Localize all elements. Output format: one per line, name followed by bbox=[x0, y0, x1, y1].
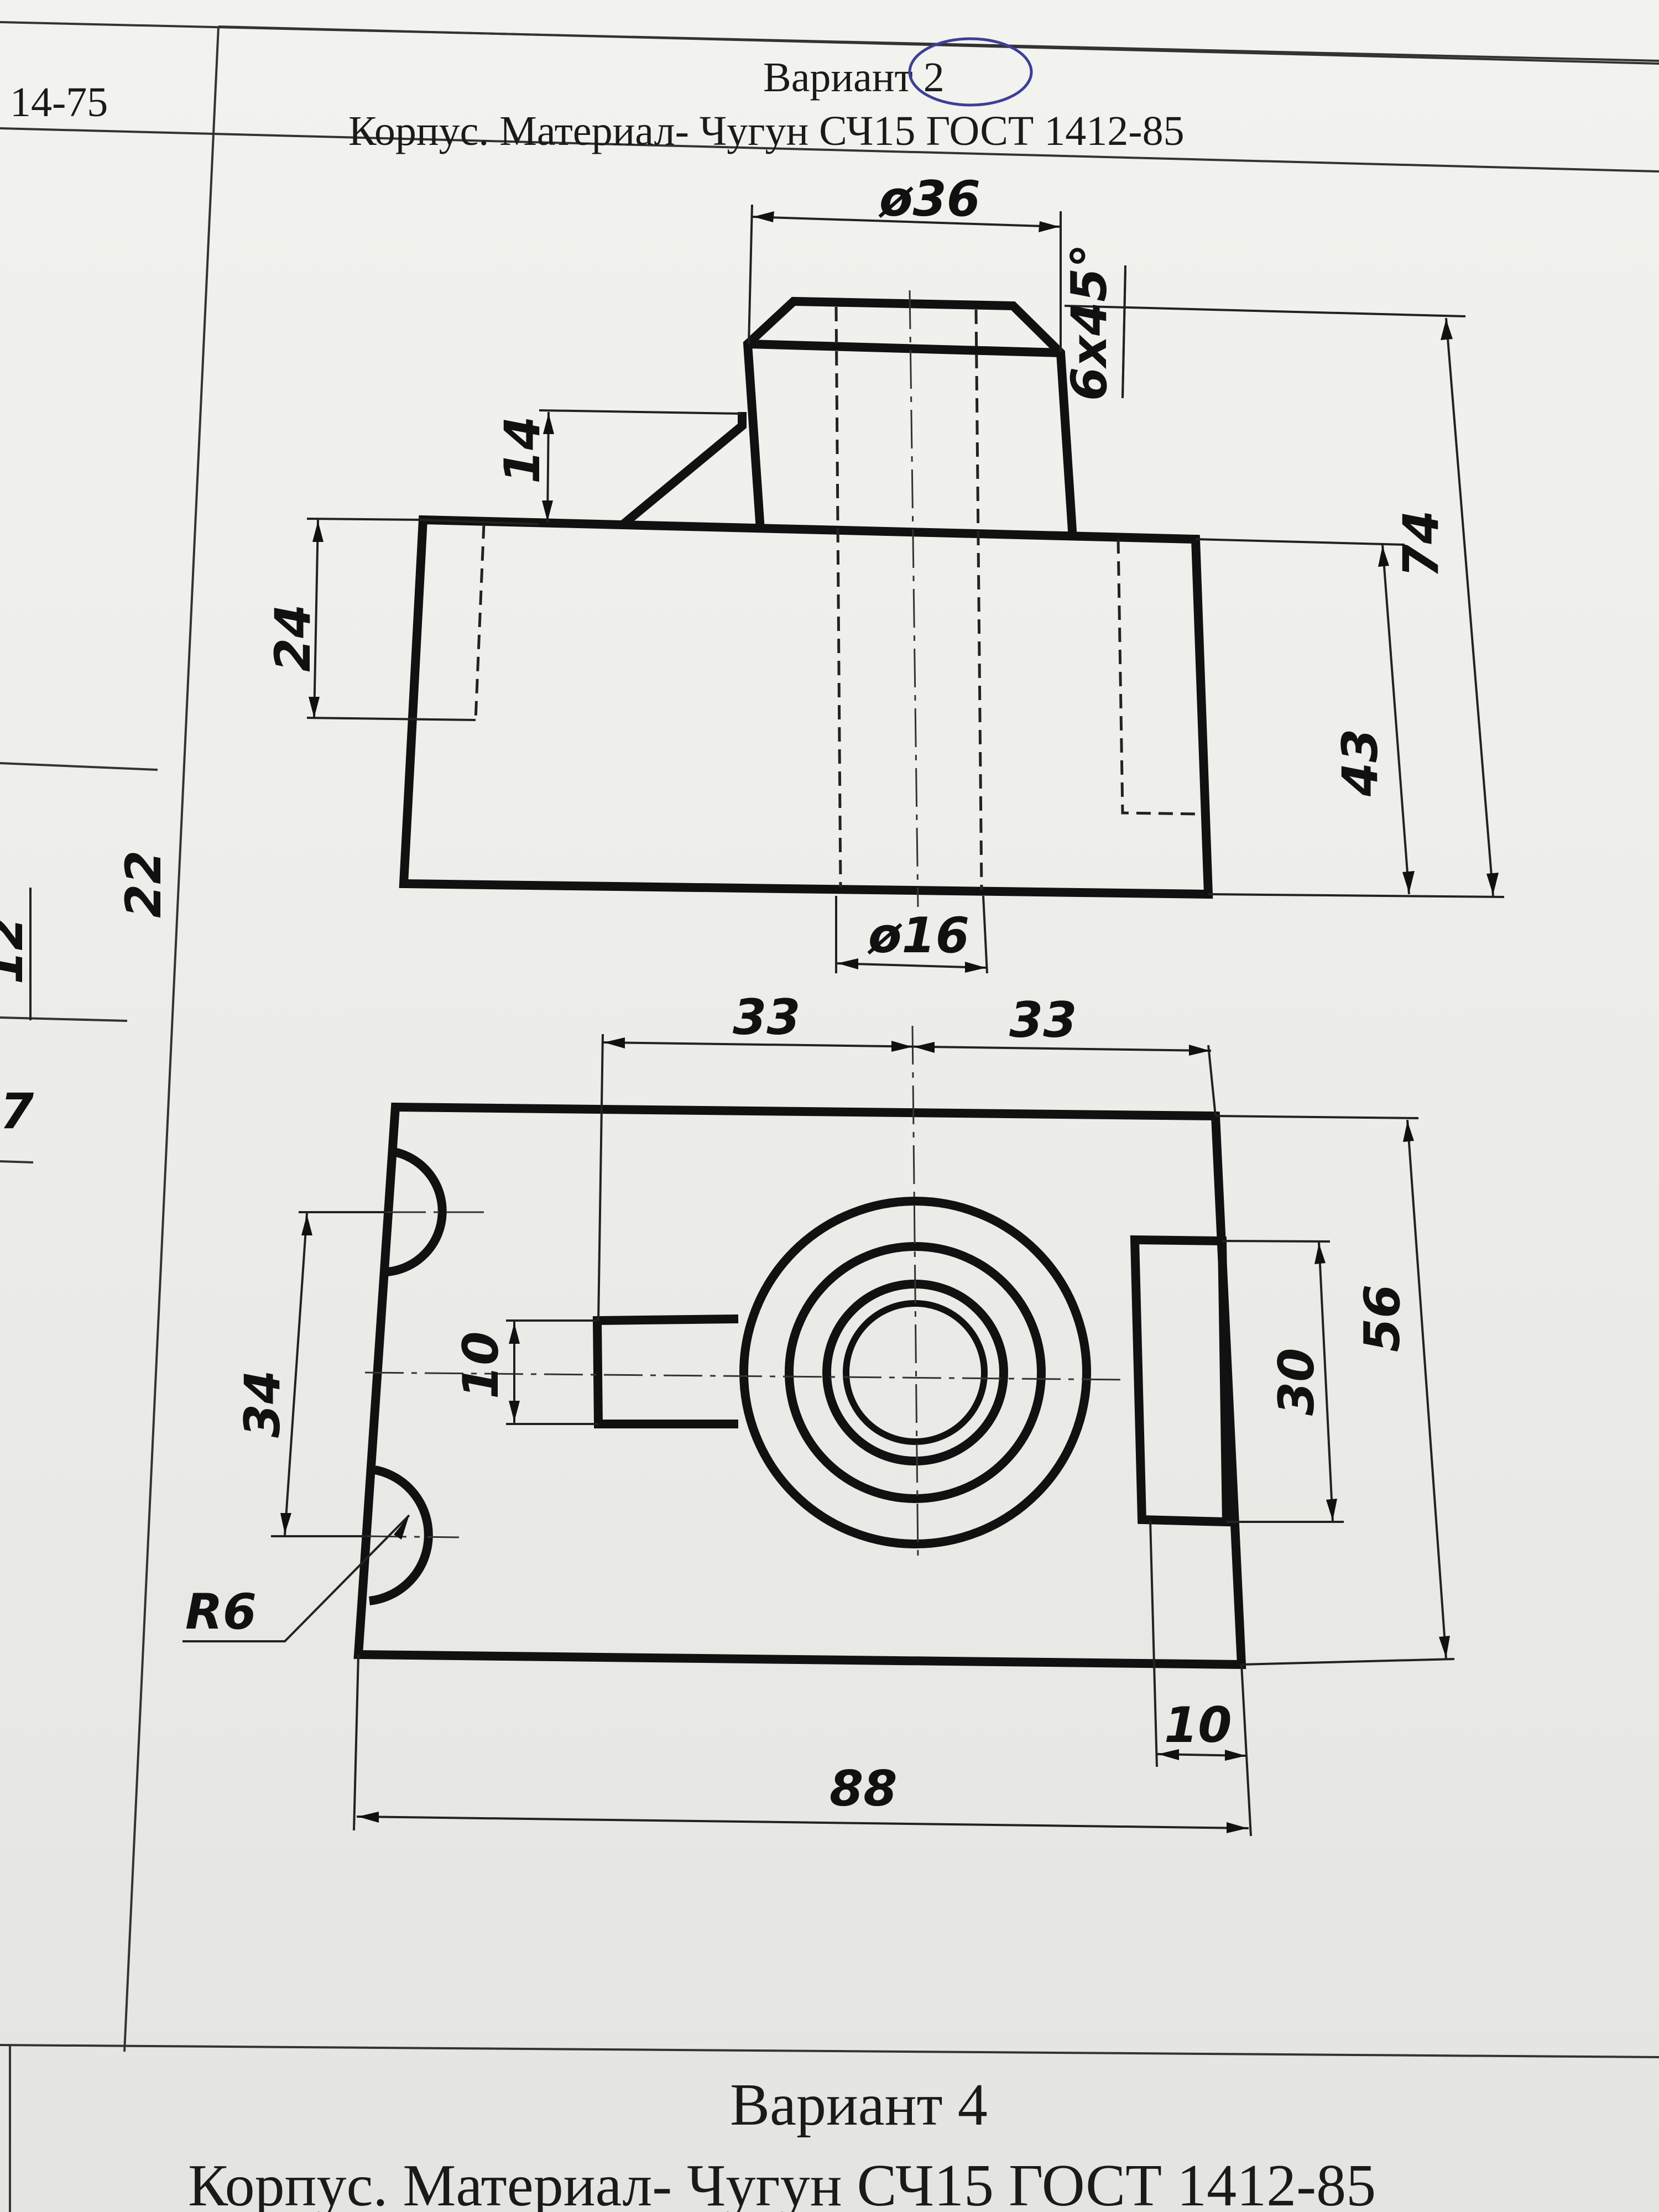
hidden-right-slot bbox=[1117, 539, 1201, 816]
front-center-line bbox=[909, 290, 919, 907]
dim-line-43 bbox=[1381, 544, 1410, 895]
dim-line-34 bbox=[284, 1213, 308, 1536]
dim-text-33-left: 33 bbox=[733, 989, 800, 1046]
front-boss-chamfer-line bbox=[747, 340, 1061, 357]
footer-variant: Вариант 4 bbox=[730, 2072, 988, 2138]
side-code: 14-75 bbox=[10, 79, 108, 126]
dim-line-chamfer bbox=[1121, 270, 1126, 399]
footer-title: Корпус. Материал- Чугун СЧ15 ГОСТ 1412-8… bbox=[188, 2153, 1376, 2212]
dim-text-33-right: 33 bbox=[1009, 992, 1077, 1048]
top-notch-upper bbox=[387, 1147, 447, 1276]
margin-number-12: 12 bbox=[0, 917, 34, 984]
dim-text-30: 30 bbox=[1268, 1348, 1325, 1416]
header-title: Корпус. Материал- Чугун СЧ15 ГОСТ 1412-8… bbox=[348, 108, 1185, 154]
hidden-bore-right bbox=[974, 309, 983, 891]
dim-line-56 bbox=[1406, 1119, 1447, 1660]
ext-d36-left bbox=[748, 204, 753, 345]
dim-text-10: 10 bbox=[452, 1332, 509, 1399]
top-center-line-vertical bbox=[911, 1025, 919, 1560]
dim-text-74: 74 bbox=[1392, 510, 1449, 578]
ext-d16-right bbox=[982, 895, 988, 974]
top-boss-outer-circle bbox=[739, 1197, 1091, 1548]
dim-line-74 bbox=[1445, 317, 1494, 896]
ext-33-right bbox=[1207, 1045, 1217, 1117]
top-right-slot bbox=[1130, 1235, 1232, 1527]
dim-text-14: 14 bbox=[494, 416, 551, 484]
dim-text-d16: ø16 bbox=[867, 907, 969, 964]
ext-56-bottom bbox=[1241, 1658, 1455, 1666]
margin-number-7: 7 bbox=[0, 1083, 34, 1140]
dim-line-24 bbox=[313, 519, 319, 719]
variant-circle-mark bbox=[908, 37, 1033, 107]
front-arrowheads bbox=[309, 211, 1499, 973]
notch-center-line-lower bbox=[367, 1535, 460, 1538]
front-boss-outline bbox=[743, 296, 1077, 540]
ext-33-left bbox=[597, 1034, 604, 1321]
ext-88-left bbox=[353, 1654, 359, 1831]
leader-r6 bbox=[182, 1514, 410, 1642]
top-boss-middle-circle bbox=[785, 1242, 1046, 1503]
dim-text-34: 34 bbox=[234, 1370, 291, 1438]
dim-text-88: 88 bbox=[830, 1760, 897, 1817]
ext-24-top bbox=[306, 518, 424, 521]
ext-bottom-74 bbox=[1208, 893, 1505, 898]
top-center-line-horizontal bbox=[364, 1371, 1129, 1381]
ext-56-top bbox=[1215, 1115, 1419, 1119]
ext-14-bottom bbox=[422, 519, 540, 525]
dim-line-88 bbox=[356, 1815, 1249, 1829]
variant-label: Вариант 2 bbox=[763, 54, 945, 101]
dim-text-56: 56 bbox=[1354, 1285, 1411, 1352]
dim-text-43: 43 bbox=[1332, 729, 1389, 797]
front-rib bbox=[620, 412, 747, 528]
ext-24-bottom bbox=[306, 717, 476, 721]
hidden-bore-left bbox=[834, 306, 842, 888]
front-body-outline bbox=[399, 515, 1213, 899]
ext-body-top-43 bbox=[1195, 538, 1405, 546]
ext-88-right bbox=[1240, 1664, 1252, 1837]
dim-line-d16 bbox=[836, 962, 988, 969]
ext-14-top bbox=[539, 409, 742, 415]
dim-text-24: 24 bbox=[264, 604, 321, 672]
front-view: ø36 6х45° 14 24 74 43 ø16 bbox=[264, 170, 1505, 974]
ext-10w-left bbox=[1149, 1520, 1158, 1767]
dim-text-chamfer: 6х45° bbox=[1061, 244, 1118, 401]
top-arrowheads bbox=[280, 1037, 1450, 1833]
dim-text-r6: R6 bbox=[185, 1583, 257, 1640]
hidden-left-slot bbox=[474, 524, 486, 721]
margin-number-22: 22 bbox=[115, 851, 172, 918]
dim-text-d36: ø36 bbox=[878, 170, 980, 227]
sheet-frame bbox=[0, 21, 1659, 2212]
dim-line-30 bbox=[1318, 1241, 1334, 1522]
top-bore-inner-circle bbox=[843, 1300, 988, 1445]
top-rib-outline bbox=[592, 1314, 739, 1428]
dim-text-10-width: 10 bbox=[1164, 1697, 1232, 1754]
dim-line-d36 bbox=[752, 216, 1061, 228]
ext-top-74 bbox=[1064, 305, 1466, 317]
top-view: 33 33 56 30 34 10 R6 10 88 bbox=[182, 989, 1455, 1837]
